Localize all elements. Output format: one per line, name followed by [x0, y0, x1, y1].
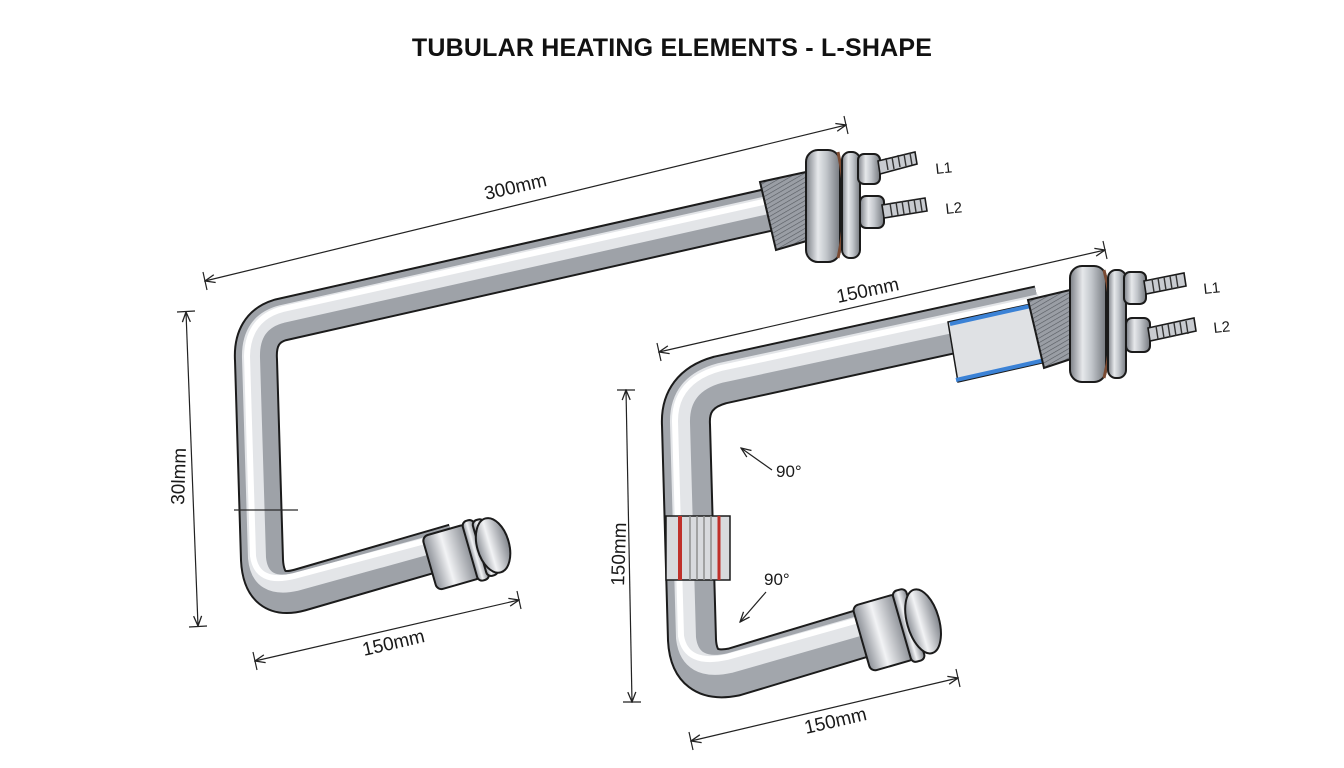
angle-leader-lower	[740, 591, 767, 622]
angle-label-upper: 90°	[776, 462, 802, 481]
threaded-stud-icon	[857, 151, 928, 229]
dimension-label-bottom-left: 150mm	[360, 626, 426, 661]
diagram-title: TUBULAR HEATING ELEMENTS - L-SHAPE	[411, 34, 933, 62]
angle-label-lower: 90°	[764, 570, 790, 589]
dimension-label-height-right: 150mm	[608, 522, 631, 586]
dimension-label-bottom-right: 150mm	[802, 704, 868, 739]
terminal-label-l2-right: L2	[1213, 318, 1231, 337]
heating-element-left: L1 L2 300mm 30lmm 150mm	[168, 115, 963, 671]
dimension-line-top-left	[205, 125, 846, 281]
end-cap-icon	[852, 588, 942, 672]
dimension-label-height-left: 30lmm	[168, 447, 191, 505]
dimension-line-height-right	[626, 390, 632, 702]
terminal-label-l1-right: L1	[1203, 279, 1221, 298]
heating-element-right: L1 L2 90° 90° 150mm 150mm 150mm	[608, 240, 1231, 751]
dimension-line-bottom-left	[255, 600, 519, 661]
red-band-section	[665, 515, 731, 581]
dimension-label-top-right: 150mm	[835, 274, 901, 308]
terminal-flange-icon	[758, 149, 861, 263]
terminal-flange-icon	[1026, 265, 1127, 383]
angle-leader-upper	[741, 448, 773, 471]
terminal-label-l1-left: L1	[935, 159, 953, 178]
dimension-line-height-left	[186, 312, 198, 626]
dimension-line-top-right	[659, 250, 1105, 352]
terminal-label-l2-left: L2	[945, 199, 963, 218]
threaded-stud-icon	[1123, 271, 1197, 353]
dimension-line-bottom-right	[691, 678, 958, 741]
end-cap-icon	[422, 517, 512, 591]
